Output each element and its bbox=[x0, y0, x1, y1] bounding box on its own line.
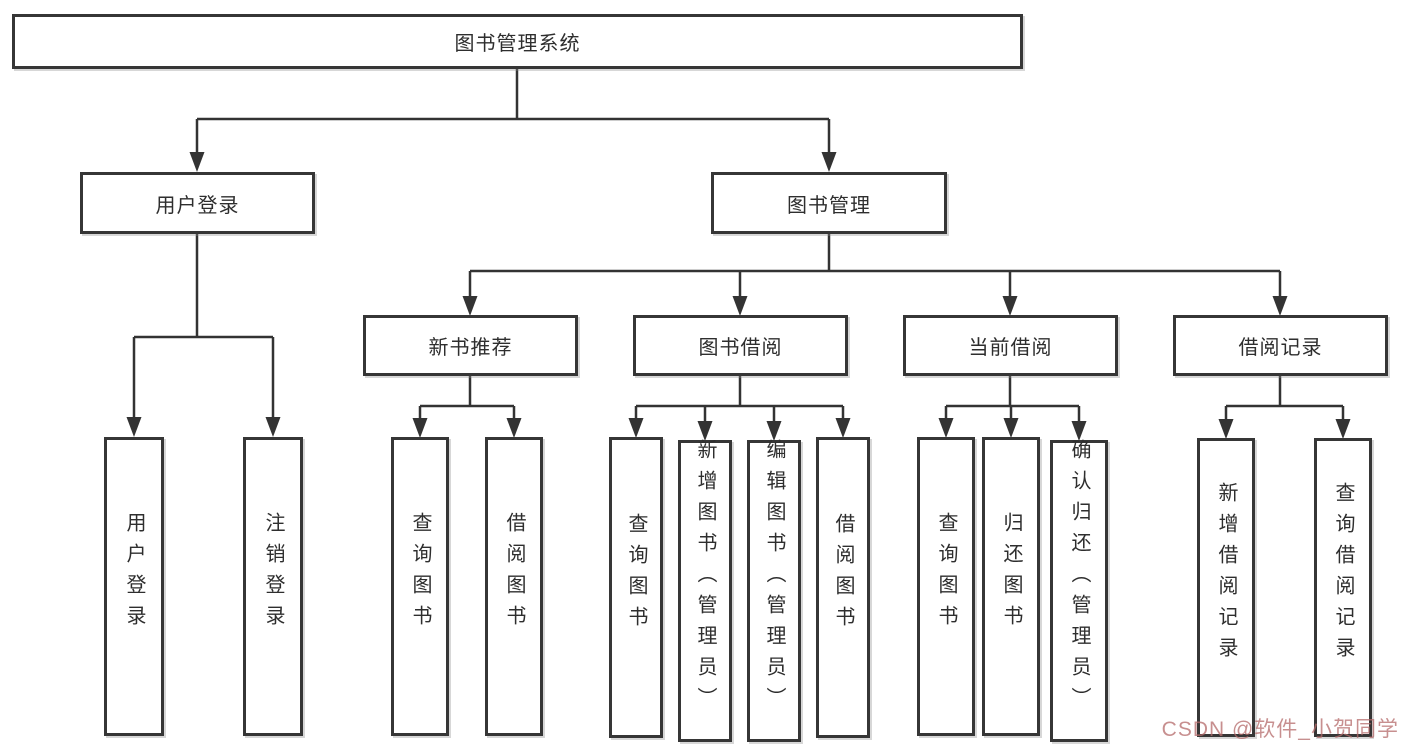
tree-edges bbox=[132, 68, 1345, 423]
node-library-system: 图书管理系统 bbox=[12, 14, 1023, 69]
csdn-watermark: CSDN @软件_小贺同学 bbox=[1161, 718, 1399, 741]
leaf-query-borrow-record-label: 查询借阅记录 bbox=[1332, 481, 1354, 668]
leaf-user-login: 用户登录 bbox=[104, 437, 164, 736]
leaf-return-book: 归还图书 bbox=[982, 437, 1040, 736]
leaf-query-books-2-label: 查询图书 bbox=[625, 512, 647, 637]
leaf-query-books-2: 查询图书 bbox=[609, 437, 663, 738]
leaf-confirm-return-admin-label: 确认归还（管理员） bbox=[1068, 438, 1090, 718]
leaf-borrow-books-1-label: 借阅图书 bbox=[503, 511, 525, 636]
node-user-login-group: 用户登录 bbox=[80, 172, 315, 234]
node-borrow-records: 借阅记录 bbox=[1173, 315, 1388, 376]
leaf-logout: 注销登录 bbox=[243, 437, 303, 736]
leaf-add-book-admin: 新增图书（管理员） bbox=[678, 438, 732, 742]
leaf-logout-label: 注销登录 bbox=[262, 511, 284, 636]
node-book-management: 图书管理 bbox=[711, 172, 947, 234]
leaf-query-books-1-label: 查询图书 bbox=[409, 511, 431, 636]
leaf-borrow-books-2: 借阅图书 bbox=[816, 437, 870, 738]
node-current-borrow: 当前借阅 bbox=[903, 315, 1118, 376]
arrowheads bbox=[126, 152, 1351, 441]
leaf-add-borrow-record-label: 新增借阅记录 bbox=[1215, 481, 1237, 668]
node-library-system-label: 图书管理系统 bbox=[454, 33, 581, 55]
leaf-confirm-return-admin: 确认归还（管理员） bbox=[1050, 438, 1108, 742]
node-new-book-recommend: 新书推荐 bbox=[363, 315, 578, 376]
leaf-edit-book-admin: 编辑图书（管理员） bbox=[747, 438, 801, 742]
leaf-add-borrow-record: 新增借阅记录 bbox=[1197, 438, 1255, 737]
leaf-borrow-books-2-label: 借阅图书 bbox=[832, 512, 854, 637]
node-user-login-group-label: 用户登录 bbox=[155, 194, 240, 217]
node-book-management-label: 图书管理 bbox=[787, 194, 871, 217]
node-book-borrow: 图书借阅 bbox=[633, 315, 848, 376]
node-new-book-recommend-label: 新书推荐 bbox=[428, 337, 513, 359]
leaf-edit-book-admin-label: 编辑图书（管理员） bbox=[763, 438, 785, 718]
leaf-user-login-label: 用户登录 bbox=[123, 511, 145, 636]
leaf-query-borrow-record: 查询借阅记录 bbox=[1314, 438, 1372, 737]
node-current-borrow-label: 当前借阅 bbox=[968, 337, 1053, 359]
leaf-borrow-books-1: 借阅图书 bbox=[485, 437, 543, 736]
node-book-borrow-label: 图书借阅 bbox=[698, 337, 783, 359]
leaf-query-books-1: 查询图书 bbox=[391, 437, 449, 736]
leaf-query-books-3-label: 查询图书 bbox=[935, 511, 957, 636]
node-borrow-records-label: 借阅记录 bbox=[1238, 337, 1323, 359]
leaf-add-book-admin-label: 新增图书（管理员） bbox=[694, 438, 716, 718]
leaf-query-books-3: 查询图书 bbox=[917, 437, 975, 736]
leaf-return-book-label: 归还图书 bbox=[1000, 511, 1022, 636]
